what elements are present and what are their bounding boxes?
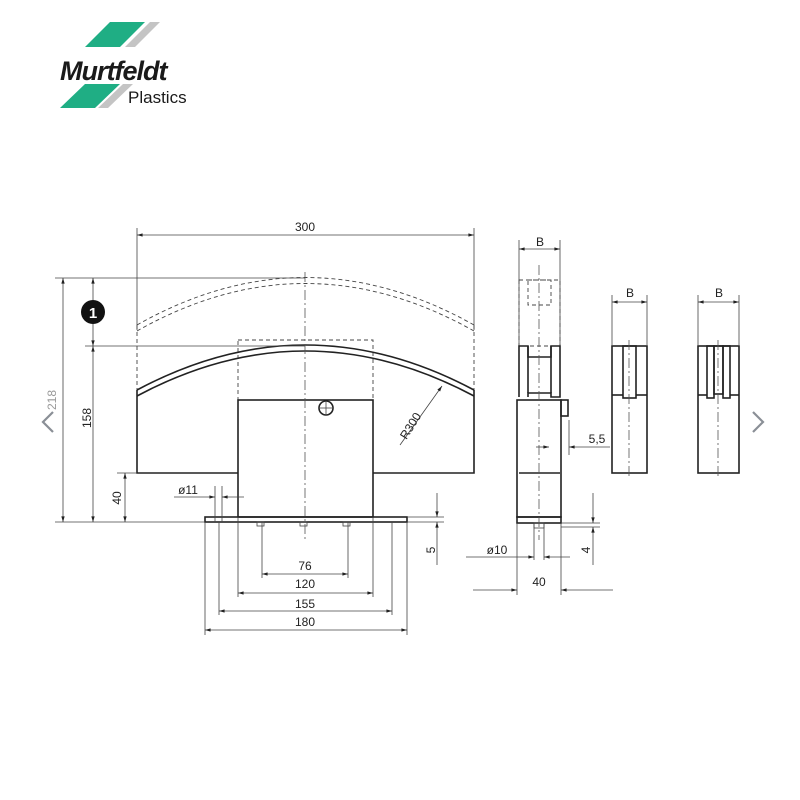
dim-height-218: 218 (45, 390, 59, 410)
dim-height-158: 158 (80, 408, 94, 428)
front-view: 300 218 1 158 40 ø11 R300 5 (45, 220, 475, 635)
brand-logo: Murtfeldt Plastics (60, 22, 187, 108)
callout-number: 1 (89, 305, 97, 322)
side-view: B 5,5 ø10 40 4 (466, 235, 613, 595)
dim-variant-b-b: B (715, 286, 723, 300)
dim-pin-10: ø10 (487, 543, 508, 557)
dim-120: 120 (295, 577, 315, 591)
dim-hole-11: ø11 (178, 483, 198, 497)
logo-sub-text: Plastics (128, 88, 187, 107)
variant-view-a: B (611, 286, 648, 478)
logo-brand-text: Murtfeldt (60, 56, 168, 86)
chevron-left-icon (41, 411, 54, 433)
dim-180: 180 (295, 615, 315, 629)
callout-marker (81, 300, 105, 324)
next-image-button[interactable] (746, 405, 770, 439)
dim-base-40: 40 (110, 491, 124, 505)
dim-width-300: 300 (295, 220, 315, 234)
dim-depth-40: 40 (532, 575, 546, 589)
prev-image-button[interactable] (36, 405, 60, 439)
dim-variant-a-b: B (626, 286, 634, 300)
dim-offset-5-5: 5,5 (589, 432, 606, 446)
dim-radius-300: R300 (397, 410, 424, 442)
dim-pin-4: 4 (579, 546, 593, 553)
dim-side-b: B (536, 235, 544, 249)
dim-plate-5: 5 (424, 546, 438, 553)
dim-76: 76 (298, 559, 312, 573)
variant-view-b: B (697, 286, 740, 478)
chevron-right-icon (752, 411, 765, 433)
dim-155: 155 (295, 597, 315, 611)
